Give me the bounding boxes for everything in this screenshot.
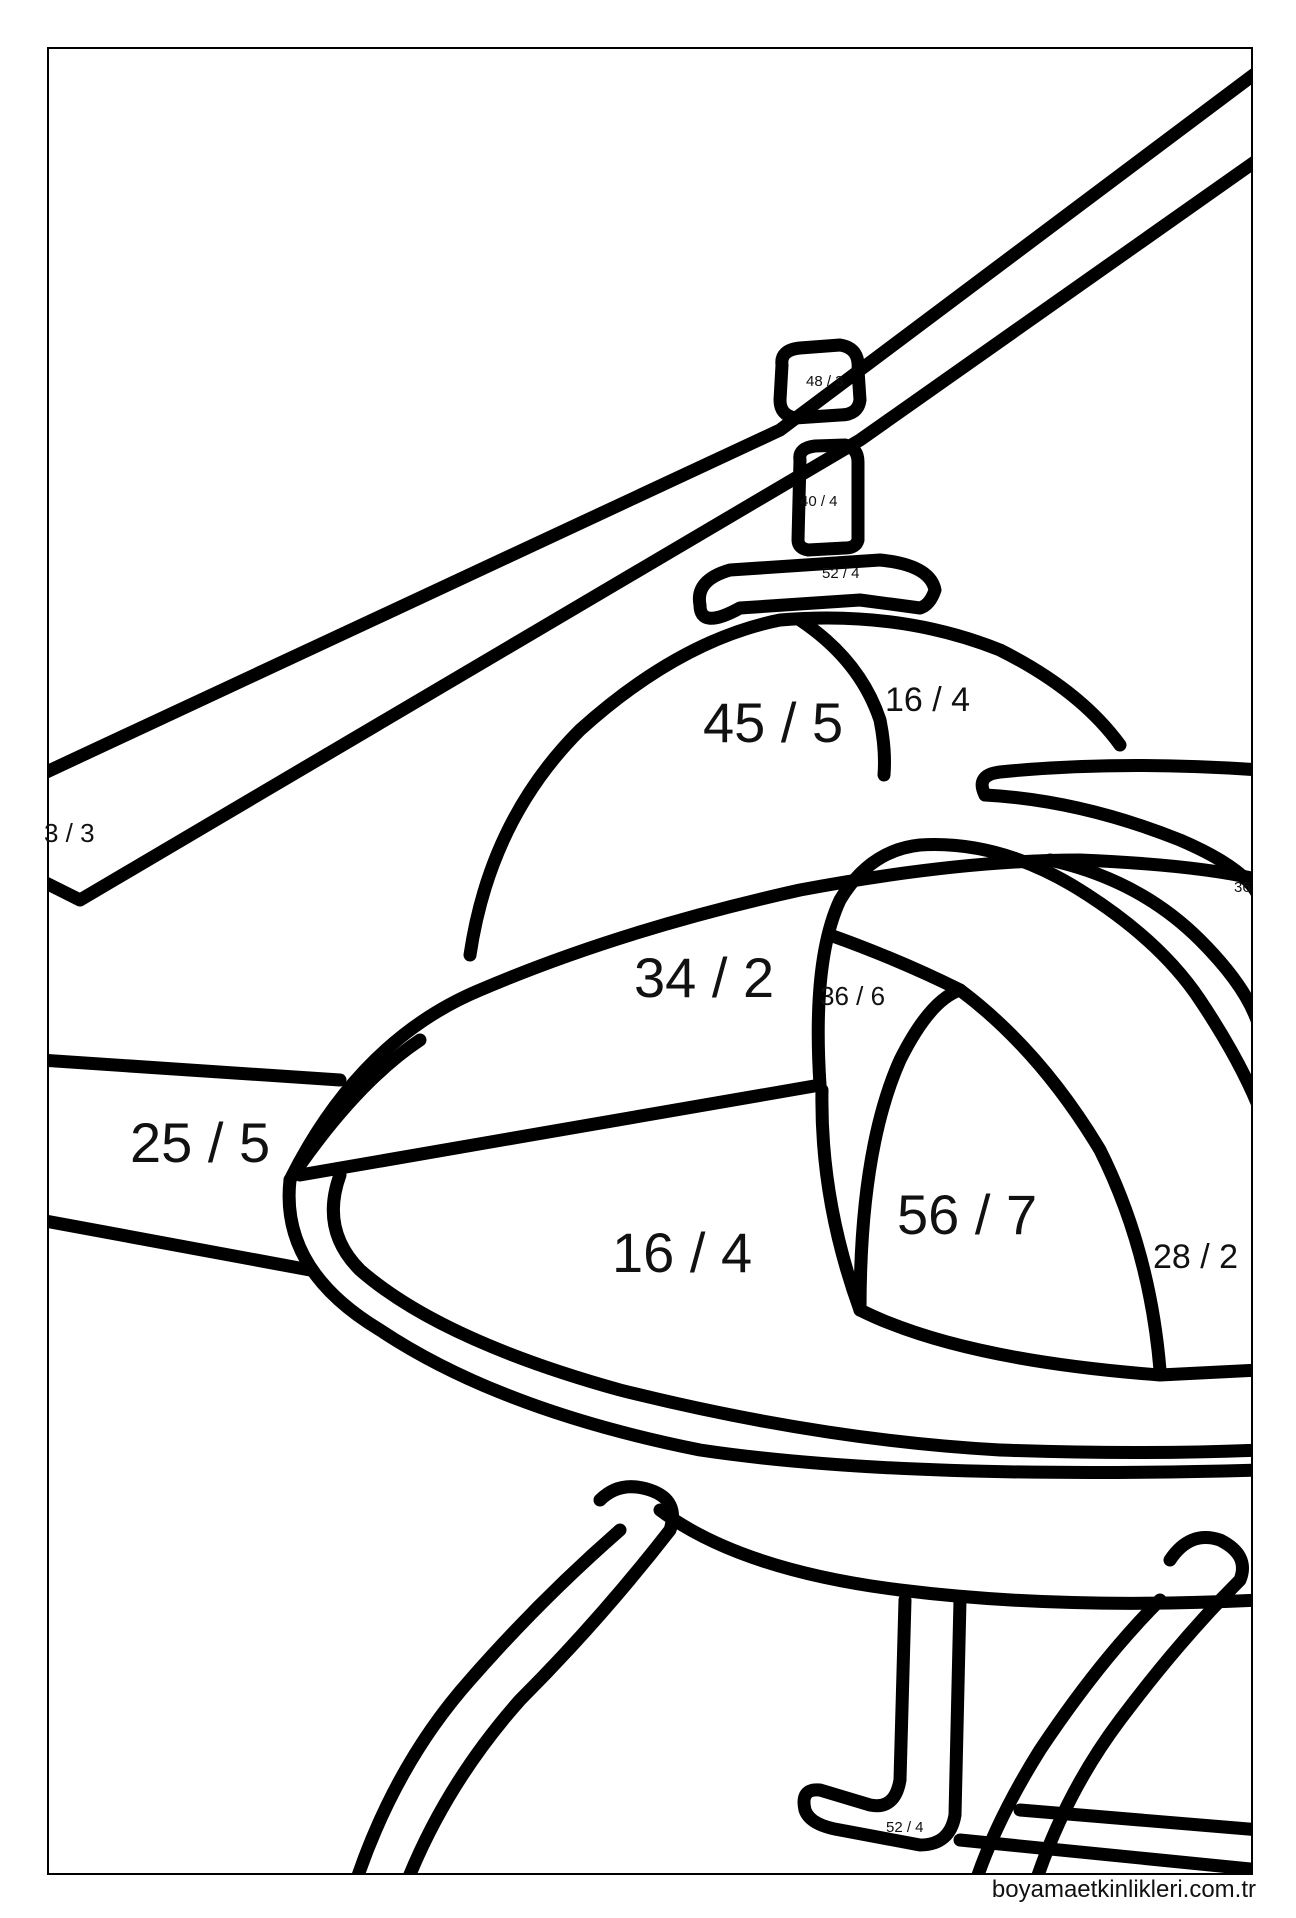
label-rotor-cap: 48 / 3 — [806, 373, 844, 390]
label-tail-boom: 25 / 5 — [130, 1111, 271, 1174]
label-right-edge-top: 36 — [1234, 879, 1251, 896]
tail-boom-bottom — [48, 1214, 317, 1277]
label-blade-left: 3 / 3 — [44, 818, 95, 848]
label-skid-foot: 52 / 4 — [886, 1819, 924, 1836]
cabin-top — [975, 758, 1252, 802]
cockpit-frame — [811, 838, 1252, 1108]
label-mast-ring: 52 / 4 — [822, 565, 860, 582]
label-body-top: 34 / 2 — [634, 946, 775, 1009]
left-skid-strut-inner — [351, 1523, 627, 1874]
cockpit-window-divider — [823, 928, 967, 997]
fuselage-top — [283, 853, 1252, 1187]
cockpit-right-arc — [1043, 853, 1252, 1026]
rotor-blade — [48, 67, 1252, 779]
fuselage-stripe-top — [293, 1033, 427, 1172]
label-cockpit-glass: 56 / 7 — [897, 1183, 1038, 1246]
cockpit-glass — [853, 983, 1167, 1377]
fuselage-stripe — [293, 1078, 827, 1182]
label-mast: 40 / 4 — [800, 493, 838, 510]
left-skid-strut — [403, 1480, 679, 1874]
rotor-mast — [791, 438, 865, 557]
skid-bar — [953, 1833, 1252, 1874]
label-right-edge-lower: 28 / 2 — [1153, 1238, 1239, 1276]
rotor-blade-lower-edge — [48, 155, 1252, 907]
skid-bar-top — [1013, 1803, 1252, 1836]
engine-divider — [793, 613, 891, 782]
site-credit: boyamaetkinlikleri.com.tr — [991, 1876, 1256, 1903]
fuselage-belly — [653, 1503, 1252, 1610]
engine-dome — [463, 611, 1127, 962]
right-skid-strut-inner — [971, 1593, 1167, 1874]
page-frame — [47, 47, 1253, 1875]
label-window-top: 36 / 6 — [820, 981, 886, 1011]
mast-ring — [692, 553, 942, 625]
cockpit-bottom — [853, 1303, 1252, 1382]
label-engine-left: 45 / 5 — [703, 691, 844, 754]
rotor-cap — [773, 338, 867, 425]
right-skid-strut — [1031, 1531, 1249, 1874]
skid-leg — [797, 1593, 967, 1852]
label-body-lower: 16 / 4 — [612, 1221, 753, 1284]
label-engine-right: 16 / 4 — [885, 681, 971, 719]
fuselage-nose — [282, 1173, 1252, 1479]
fuselage-inner — [326, 1168, 1252, 1459]
cockpit-outer — [815, 1083, 867, 1317]
tail-boom-top — [48, 1054, 347, 1087]
